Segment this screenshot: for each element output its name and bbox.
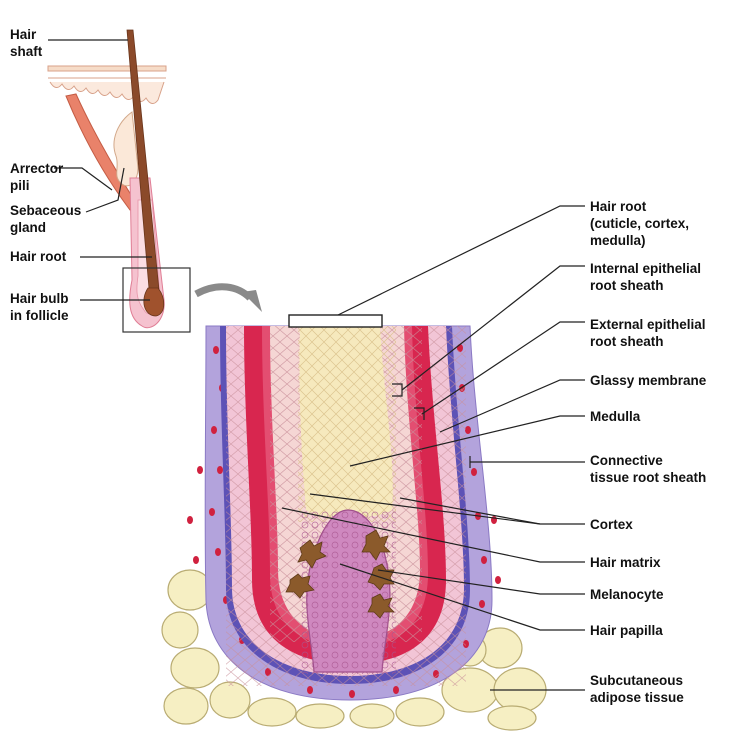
label-hair-root-small: Hair root: [10, 249, 67, 264]
enlarged-bulb: [161, 314, 547, 731]
label-medulla: Medulla: [590, 409, 641, 424]
hair-root-box: [288, 314, 383, 328]
zoom-arrow: [194, 283, 262, 312]
label-hair-papilla: Hair papilla: [590, 623, 663, 638]
overview-follicle: [47, 29, 191, 333]
leader-lines: [48, 39, 585, 691]
label-cortex: Cortex: [590, 517, 633, 532]
epidermis-wave: [49, 81, 165, 104]
sebaceous-gland-shape: [113, 111, 139, 187]
label-hair-root: Hair root(cuticle, cortex,medulla): [590, 199, 690, 248]
label-hair-matrix: Hair matrix: [590, 555, 661, 570]
label-melanocyte: Melanocyte: [590, 587, 664, 602]
label-glassy-membrane: Glassy membrane: [590, 373, 707, 388]
skin-surface: [47, 65, 167, 72]
hair-bulb-shape: [143, 287, 165, 317]
